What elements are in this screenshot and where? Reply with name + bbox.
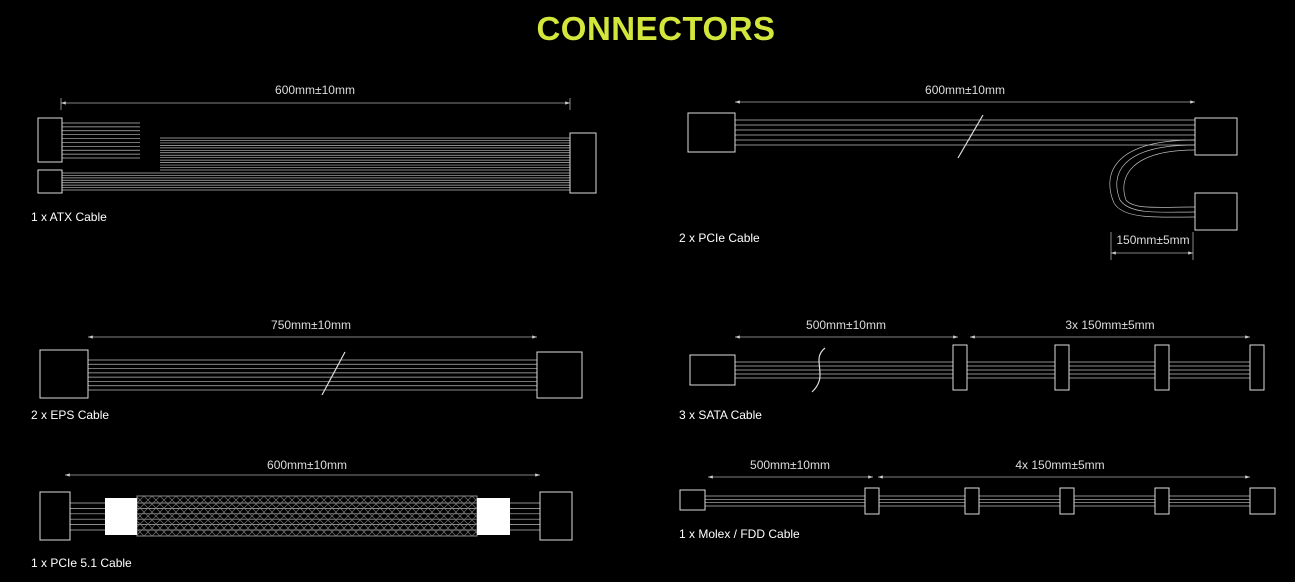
molex-cable-drawing — [679, 475, 1276, 515]
eps-caption: 2 x EPS Cable — [31, 408, 110, 422]
sata-length: 500mm±10mm — [806, 318, 886, 332]
atx-caption: 1 x ATX Cable — [31, 210, 107, 224]
pcie-length: 600mm±10mm — [925, 83, 1005, 97]
sata-cable-drawing — [689, 335, 1265, 393]
pcie51-length: 600mm±10mm — [267, 458, 347, 472]
page-title: CONNECTORS — [536, 10, 776, 47]
sata-caption: 3 x SATA Cable — [679, 408, 762, 422]
atx-length: 600mm±10mm — [275, 83, 355, 97]
sata-segment-length: 3x 150mm±5mm — [1065, 318, 1155, 332]
eps-length: 750mm±10mm — [271, 318, 351, 332]
eps-cable-drawing — [39, 335, 583, 399]
pcie-caption: 2 x PCIe Cable — [679, 231, 760, 245]
pcie-branch-length: 150mm±5mm — [1116, 233, 1190, 247]
atx-cable-drawing — [37, 98, 597, 194]
molex-length: 500mm±10mm — [750, 458, 830, 472]
pcie-cable-drawing — [687, 100, 1238, 260]
pcie51-cable-drawing — [39, 473, 573, 541]
pcie51-caption: 1 x PCIe 5.1 Cable — [31, 556, 132, 570]
molex-caption: 1 x Molex / FDD Cable — [679, 527, 800, 541]
molex-segment-length: 4x 150mm±5mm — [1015, 458, 1105, 472]
